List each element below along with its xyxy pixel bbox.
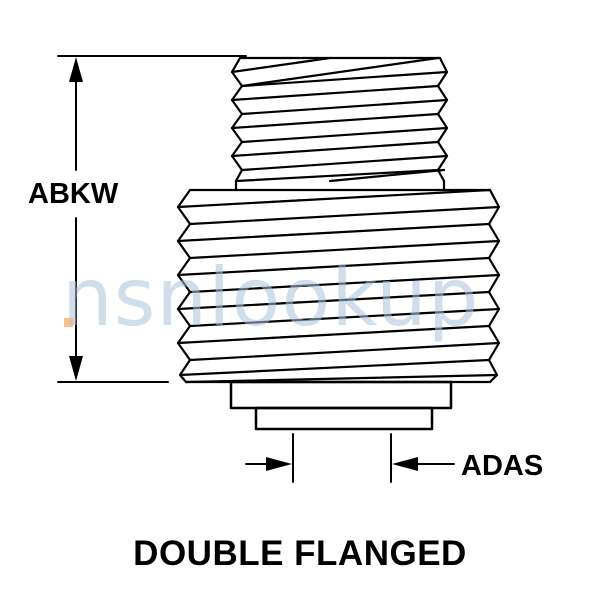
- flange-lower: [254, 406, 434, 431]
- shoulder: [188, 179, 492, 192]
- lower-threaded-section: [176, 188, 501, 384]
- abkw-arrowhead-top: [69, 57, 83, 82]
- adas-arrowhead-right: [392, 457, 418, 471]
- upper-threaded-section: [230, 56, 449, 183]
- diagram-caption: DOUBLE FLANGED: [133, 534, 467, 573]
- abkw-arrowhead-bottom: [69, 356, 83, 381]
- adas-arrowhead-left: [266, 457, 292, 471]
- abkw-dimension-line: [57, 55, 247, 383]
- flange-upper: [229, 380, 453, 410]
- watermark-text: nsnlookup: [62, 251, 480, 344]
- watermark-dot-icon: [64, 318, 73, 327]
- adas-label: ADAS: [461, 450, 544, 482]
- abkw-label: ABKW: [28, 178, 119, 210]
- adas-dimension-line: [245, 433, 455, 483]
